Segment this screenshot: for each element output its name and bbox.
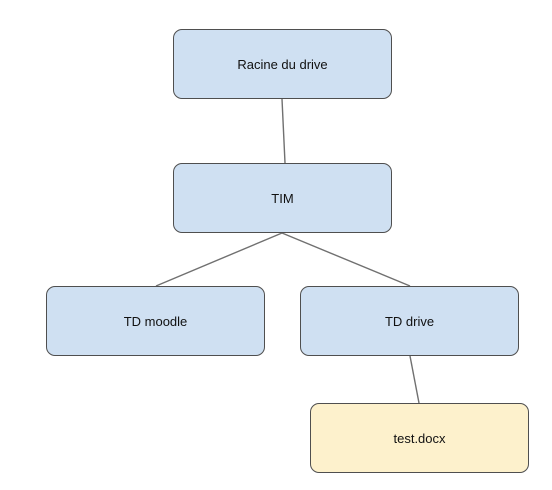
node-tim[interactable]: TIM	[173, 163, 392, 233]
node-tim-label: TIM	[271, 190, 294, 206]
edge-tim-to-td-drive	[281, 232, 411, 287]
node-td-drive[interactable]: TD drive	[300, 286, 519, 356]
edge-td-drive-to-test-docx	[409, 355, 420, 404]
edge-tim-to-td-moodle	[155, 232, 283, 287]
node-test-docx[interactable]: test.docx	[310, 403, 529, 473]
node-root-drive[interactable]: Racine du drive	[173, 29, 392, 99]
edge-root-to-tim	[281, 98, 286, 164]
node-td-moodle-label: TD moodle	[123, 313, 188, 329]
node-root-drive-label: Racine du drive	[237, 56, 328, 72]
node-test-docx-label: test.docx	[393, 430, 446, 446]
node-td-drive-label: TD drive	[384, 313, 435, 329]
node-td-moodle[interactable]: TD moodle	[46, 286, 265, 356]
